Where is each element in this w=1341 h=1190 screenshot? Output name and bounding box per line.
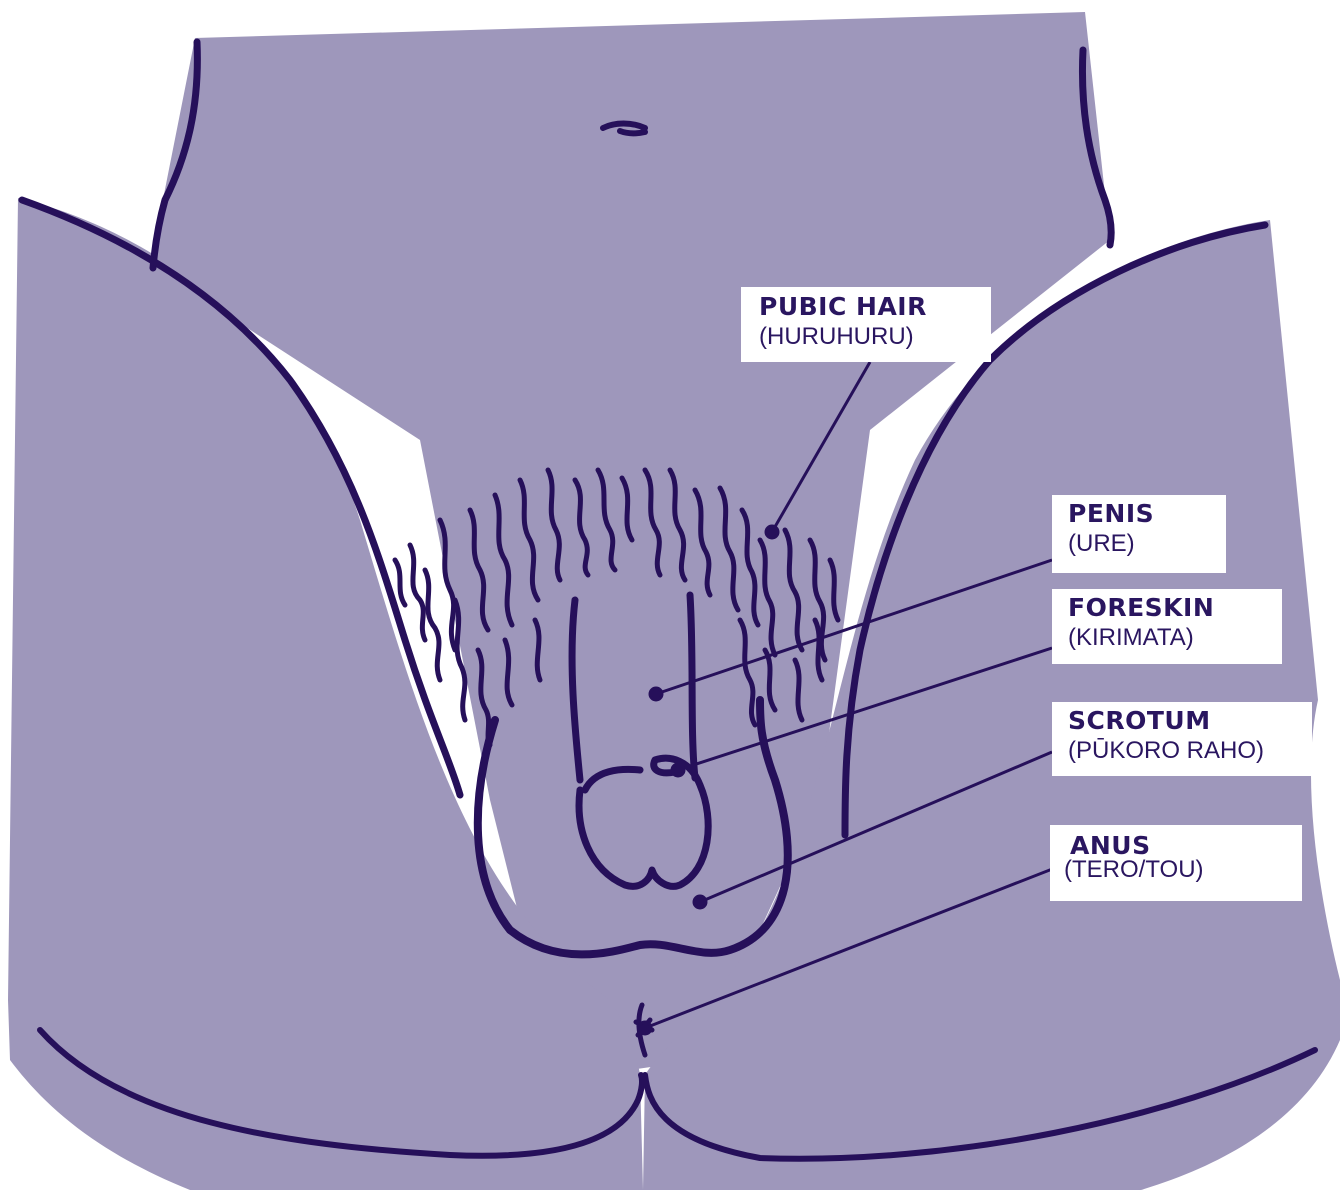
foreskin-label: FORESKIN (KIRIMATA) xyxy=(1052,589,1282,664)
pubic-hair-label: PUBIC HAIR (HURUHURU) xyxy=(741,287,991,362)
pubic-hair-subtitle: (HURUHURU) xyxy=(759,322,983,352)
foreskin-title: FORESKIN xyxy=(1068,593,1274,623)
anus-label: ANUS (TERO/TOU) xyxy=(1050,825,1302,901)
scrotum-label: SCROTUM (PŪKORO RAHO) xyxy=(1052,702,1312,776)
scrotum-title: SCROTUM xyxy=(1068,706,1304,736)
foreskin-leader-dot xyxy=(672,764,684,776)
pubic-hair-title: PUBIC HAIR xyxy=(759,292,983,322)
penis-title: PENIS xyxy=(1068,499,1218,529)
pubic-hair-leader-dot xyxy=(766,526,778,538)
anus-subtitle: (TERO/TOU) xyxy=(1064,855,1294,885)
foreskin-subtitle: (KIRIMATA) xyxy=(1068,623,1274,653)
penis-leader-dot xyxy=(650,688,662,700)
scrotum-subtitle: (PŪKORO RAHO) xyxy=(1068,736,1304,766)
scrotum-leader-dot xyxy=(694,896,706,908)
anus-leader-dot xyxy=(639,1022,651,1034)
penis-shaft-right xyxy=(690,595,695,778)
penis-subtitle: (URE) xyxy=(1068,529,1218,559)
penis-label: PENIS (URE) xyxy=(1052,495,1226,573)
